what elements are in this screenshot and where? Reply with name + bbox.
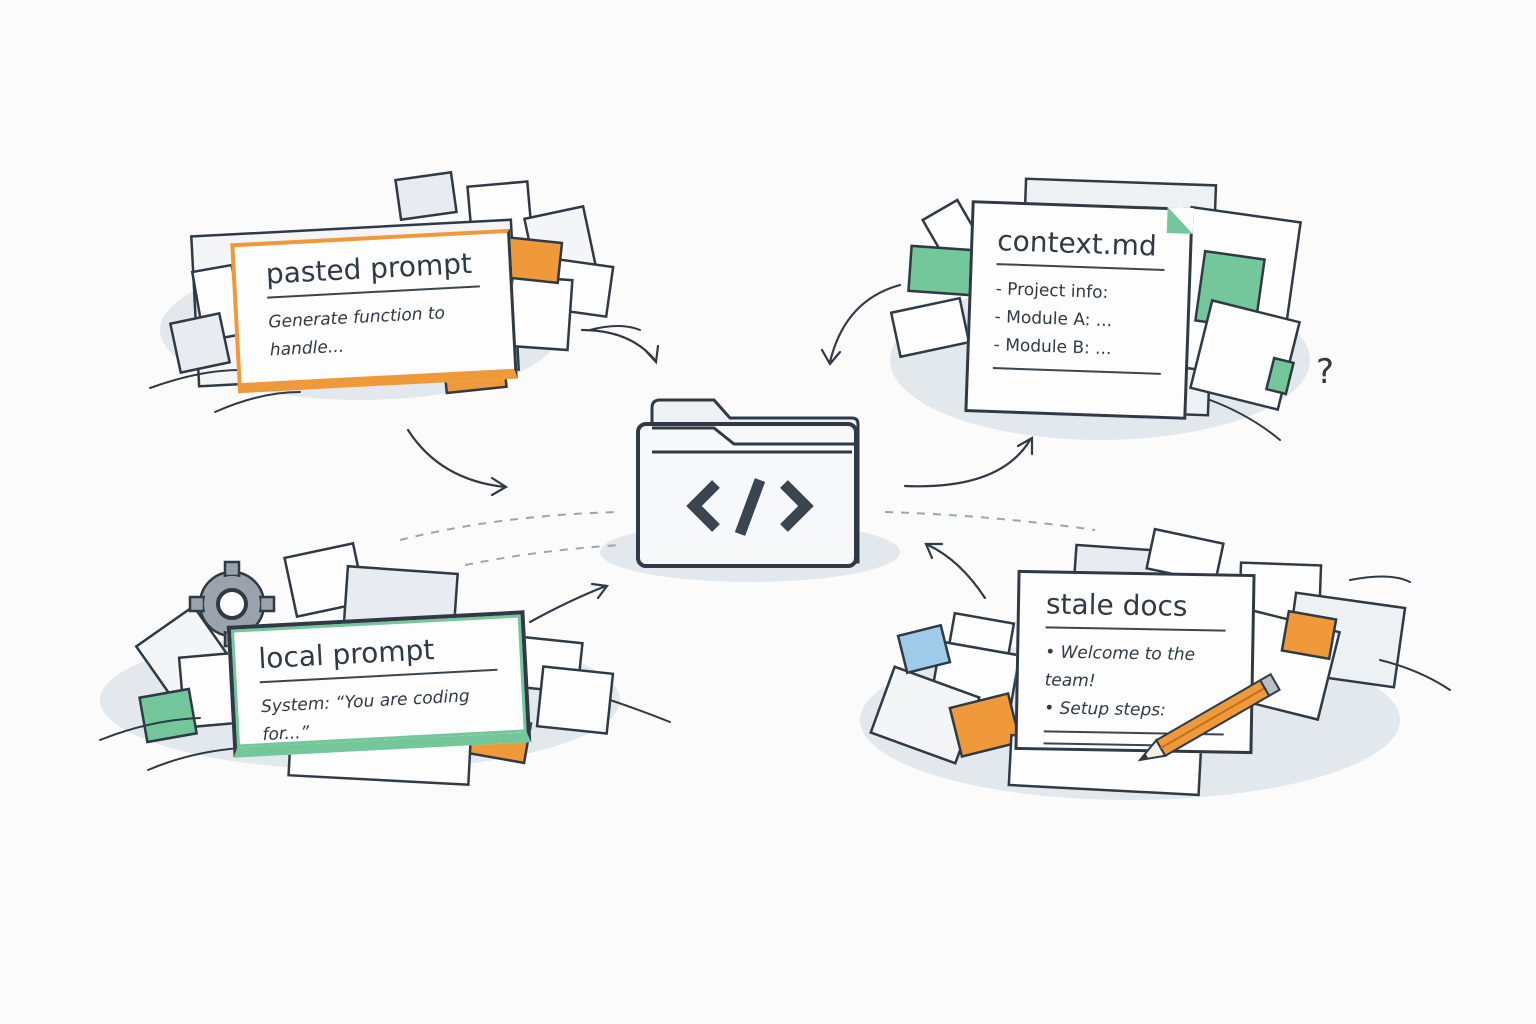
context-md-card[interactable]: context.md - Project info: - Module A: .… xyxy=(964,200,1194,420)
card-line: - Module B: ... xyxy=(993,335,1112,360)
card-line: System: “You are coding for...” xyxy=(260,686,471,746)
divider xyxy=(1045,626,1226,632)
dashed-links xyxy=(399,511,1096,566)
question-mark: ? xyxy=(1316,352,1335,392)
pasted-prompt-card[interactable]: pasted prompt Generate function to handl… xyxy=(230,228,518,394)
flow-arrows xyxy=(406,283,1034,624)
divider xyxy=(992,367,1161,375)
card-line: • Setup steps: xyxy=(1044,698,1167,721)
card-title: context.md xyxy=(996,224,1158,263)
card-title: local prompt xyxy=(257,633,436,676)
divider xyxy=(1043,730,1224,736)
local-prompt-card[interactable]: local prompt System: “You are coding for… xyxy=(226,610,532,758)
divider xyxy=(1043,742,1152,747)
card-title: stale docs xyxy=(1045,587,1188,623)
divider xyxy=(996,263,1165,271)
code-folder-icon[interactable] xyxy=(636,398,860,568)
folded-corner-icon xyxy=(1166,207,1194,234)
card-title: pasted prompt xyxy=(265,246,473,291)
stale-docs-card[interactable]: stale docs • Welcome to the team! • Setu… xyxy=(1014,569,1256,755)
card-line: • Welcome to the team! xyxy=(1044,642,1196,692)
